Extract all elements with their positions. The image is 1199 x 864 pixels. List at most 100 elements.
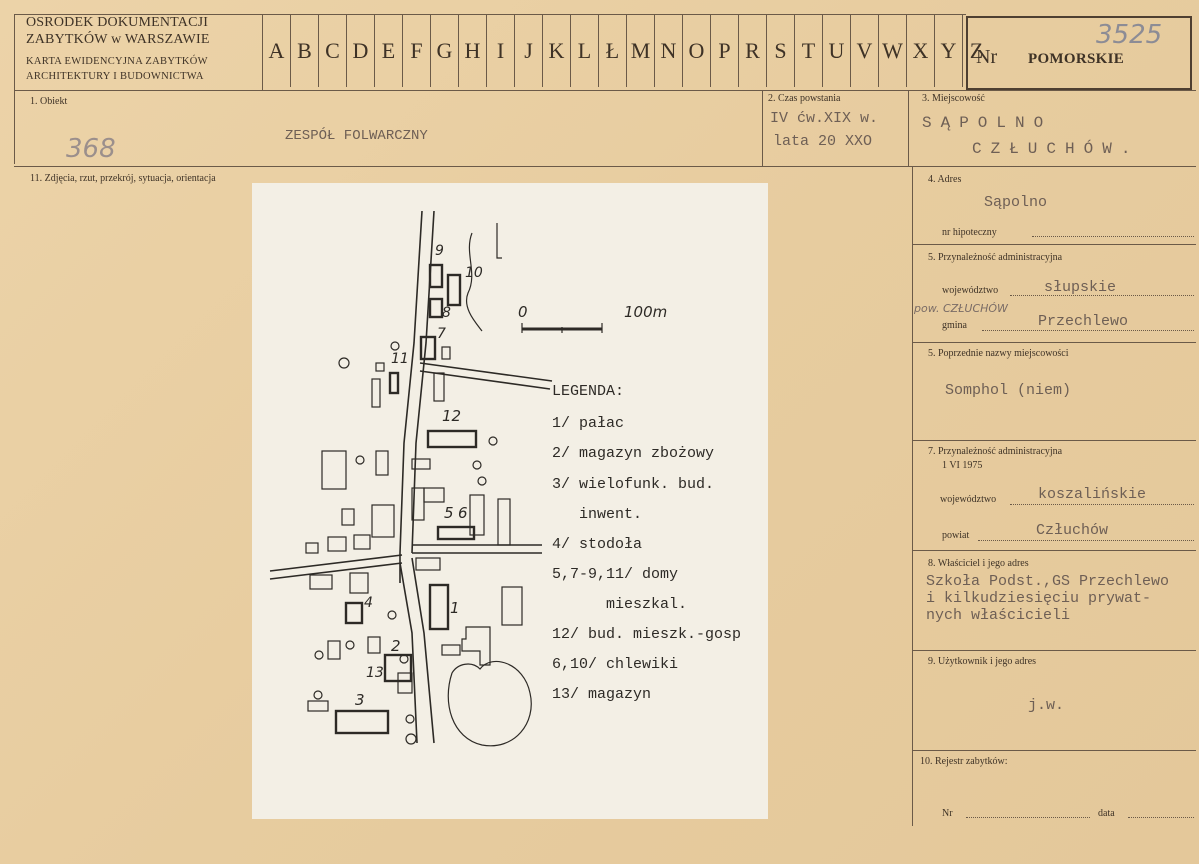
letter-cell: G — [430, 15, 458, 87]
scale-end: 100m — [624, 303, 668, 321]
woj2-label: województwo — [940, 494, 997, 505]
woj-value: słupskie — [1044, 279, 1117, 296]
wlasciciel-label: 8. Właściciel i jego adres — [928, 558, 1029, 569]
legend-item-12: 12/ bud. mieszk.-gosp — [552, 626, 742, 643]
map-label-9: 9 — [435, 243, 444, 259]
legend-item-13: 13/ magazyn — [552, 686, 652, 703]
legend-title: LEGENDA: — [552, 383, 625, 400]
frame-top — [14, 14, 966, 15]
letter-cell: S — [766, 15, 794, 87]
legend-item-1: 1/ pałac — [552, 415, 625, 432]
uzytkownik-value: j.w. — [1028, 697, 1065, 714]
road-south-left — [399, 562, 418, 744]
woj-line — [1010, 295, 1194, 296]
wlasciciel-line-3: nych właścicieli — [926, 607, 1071, 624]
powiat-note: pow. CZŁUCHÓW — [914, 302, 1008, 315]
przynaleznosc2-date: 1 VI 1975 — [942, 460, 983, 471]
czas-line-1: IV ćw.XIX w. — [770, 110, 879, 127]
right-column-divider — [912, 166, 913, 826]
map-label-10: 10 — [465, 265, 483, 281]
road-south-right — [411, 557, 435, 744]
site-plan-photo: 9 10 8 7 11 12 5 6 1 4 2 13 3 0 100m LEG… — [252, 183, 768, 819]
org-line-1: OSRODEK DOKUMENTACJI — [26, 15, 209, 30]
przynaleznosc-divider — [912, 342, 1196, 343]
letter-cell: Y — [934, 15, 962, 87]
rejestr-data-label: data — [1098, 808, 1115, 819]
map-label-11: 11 — [391, 351, 409, 367]
uzytkownik-divider — [912, 750, 1196, 751]
frame-left — [14, 14, 15, 164]
letter-cell: Ł — [598, 15, 626, 87]
letter-cell: P — [710, 15, 738, 87]
wlasciciel-line-1: Szkoła Podst.,GS Przechlewo — [926, 573, 1170, 590]
letter-cell: E — [374, 15, 402, 87]
wlasciciel-divider — [912, 650, 1196, 651]
card-line-1: KARTA EWIDENCYJNA ZABYTKÓW — [26, 56, 208, 67]
map-label-8: 8 — [442, 305, 451, 321]
hipoteczny-line — [1032, 236, 1194, 237]
obiekt-divider — [762, 90, 763, 166]
legend-item-3-cont: inwent. — [552, 506, 643, 523]
region-name: POMORSKIE — [1028, 51, 1125, 67]
rejestr-label: 10. Rejestr zabytków: — [920, 756, 1008, 767]
letter-cell: A — [262, 15, 290, 87]
miejscowosc-label: 3. Miejscowość — [922, 93, 985, 104]
letter-cell: I — [486, 15, 514, 87]
poprzednie-divider — [912, 440, 1196, 441]
woj-label: województwo — [942, 285, 999, 296]
row1-divider — [14, 166, 1196, 167]
letter-cell: T — [794, 15, 822, 87]
adres-label: 4. Adres — [928, 174, 962, 185]
letter-cell: Z — [962, 15, 990, 87]
rejestr-nr-line — [966, 817, 1090, 818]
letter-cell: K — [542, 15, 570, 87]
adres-divider — [912, 244, 1196, 245]
map-label-2: 2 — [391, 637, 401, 655]
legend-item-5-cont: mieszkal. — [552, 596, 688, 613]
poprzednie-label: 5. Poprzednie nazwy miejscowości — [928, 348, 1069, 359]
uzytkownik-label: 9. Użytkownik i jego adres — [928, 656, 1037, 667]
miejscowosc-line-2: CZŁUCHÓW. — [972, 140, 1140, 158]
wlasciciel-value: Szkoła Podst.,GS Przechlewo i kilkudzies… — [926, 573, 1196, 624]
map-label-3: 3 — [355, 691, 365, 709]
letter-cell: R — [738, 15, 766, 87]
letter-cell: D — [346, 15, 374, 87]
legend-item-5: 5,7-9,11/ domy — [552, 566, 679, 583]
legend-item-4: 4/ stodoła — [552, 536, 643, 553]
letter-cell: X — [906, 15, 934, 87]
letter-cell: O — [682, 15, 710, 87]
rejestr-nr-label: Nr — [942, 808, 953, 819]
woj2-line — [1010, 504, 1194, 505]
scale-start: 0 — [518, 303, 528, 321]
woj2-value: koszalińskie — [1038, 486, 1147, 503]
letter-cell: B — [290, 15, 318, 87]
czas-line-2: lata 20 XXO — [773, 133, 873, 150]
obiekt-number: 368 — [66, 134, 116, 164]
nr-box: Nr POMORSKIE 3525 — [966, 16, 1192, 90]
gmina-line — [982, 330, 1194, 331]
map-label-7: 7 — [437, 326, 446, 342]
letter-cell: N — [654, 15, 682, 87]
gmina-value: Przechlewo — [1038, 313, 1129, 330]
org-name: OSRODEK DOKUMENTACJI ZABYTKÓW w WARSZAWI… — [26, 14, 210, 48]
powiat2-value: Człuchów — [1036, 522, 1109, 539]
letter-cell: V — [850, 15, 878, 87]
site-plan-map — [269, 210, 603, 747]
obiekt-name: ZESPÓŁ FOLWARCZNY — [285, 128, 428, 144]
powiat2-line — [978, 540, 1194, 541]
letter-cell: C — [318, 15, 346, 87]
card-number: 3525 — [1096, 20, 1163, 50]
legend-item-2: 2/ magazyn zbożowy — [552, 445, 715, 462]
letter-cell: H — [458, 15, 486, 87]
legend-item-6: 6,10/ chlewiki — [552, 656, 679, 673]
hipoteczny-label: nr hipoteczny — [942, 227, 997, 238]
road-main-left — [399, 210, 423, 583]
obiekt-label: 1. Obiekt — [30, 96, 68, 107]
poprzednie-value: Somphol (niem) — [945, 382, 1072, 399]
map-label-1: 1 — [450, 599, 460, 617]
letter-cell: M — [626, 15, 654, 87]
letter-cell: J — [514, 15, 542, 87]
map-label-5: 5 — [444, 504, 454, 522]
